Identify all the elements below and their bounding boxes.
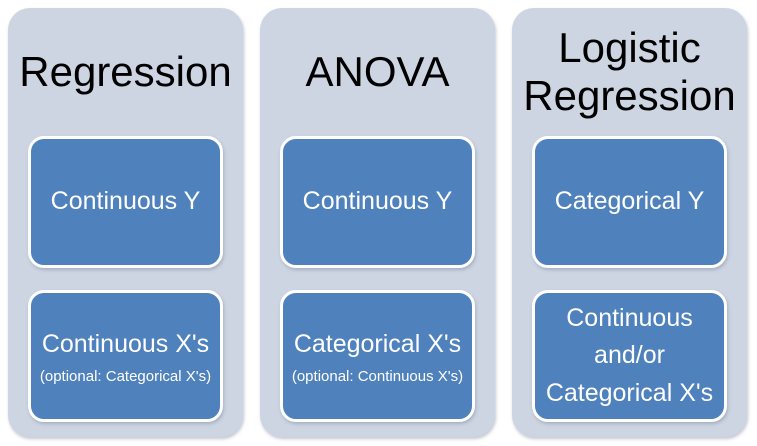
- column-title-anova: ANOVA: [305, 47, 450, 95]
- box-logistic-y: Categorical Y: [532, 136, 727, 268]
- box-main-text: Continuous and/or Categorical X's: [545, 303, 714, 407]
- box-main-text: Categorical Y: [554, 187, 705, 216]
- box-main-text: Continuous Y: [302, 187, 453, 216]
- box-regression-x: Continuous X's (optional: Categorical X'…: [28, 290, 223, 422]
- box-sub-text: (optional: Categorical X's): [39, 368, 212, 386]
- box-sub-text: (optional: Continuous X's): [291, 368, 464, 386]
- box-regression-y: Continuous Y: [28, 136, 223, 268]
- column-regression: Regression Continuous Y Continuous X's (…: [8, 8, 243, 437]
- column-title-logistic-regression: Logistic Regression: [523, 23, 736, 119]
- box-main-text: Categorical X's: [293, 329, 462, 358]
- box-anova-y: Continuous Y: [280, 136, 475, 268]
- box-anova-x: Categorical X's (optional: Continuous X'…: [280, 290, 475, 422]
- box-logistic-x: Continuous and/or Categorical X's: [532, 290, 727, 422]
- box-main-text: Continuous X's: [41, 329, 210, 358]
- box-main-text: Continuous Y: [50, 187, 201, 216]
- column-logistic-regression: Logistic Regression Categorical Y Contin…: [512, 8, 747, 437]
- column-title-regression: Regression: [19, 47, 232, 95]
- column-anova: ANOVA Continuous Y Categorical X's (opti…: [260, 8, 495, 437]
